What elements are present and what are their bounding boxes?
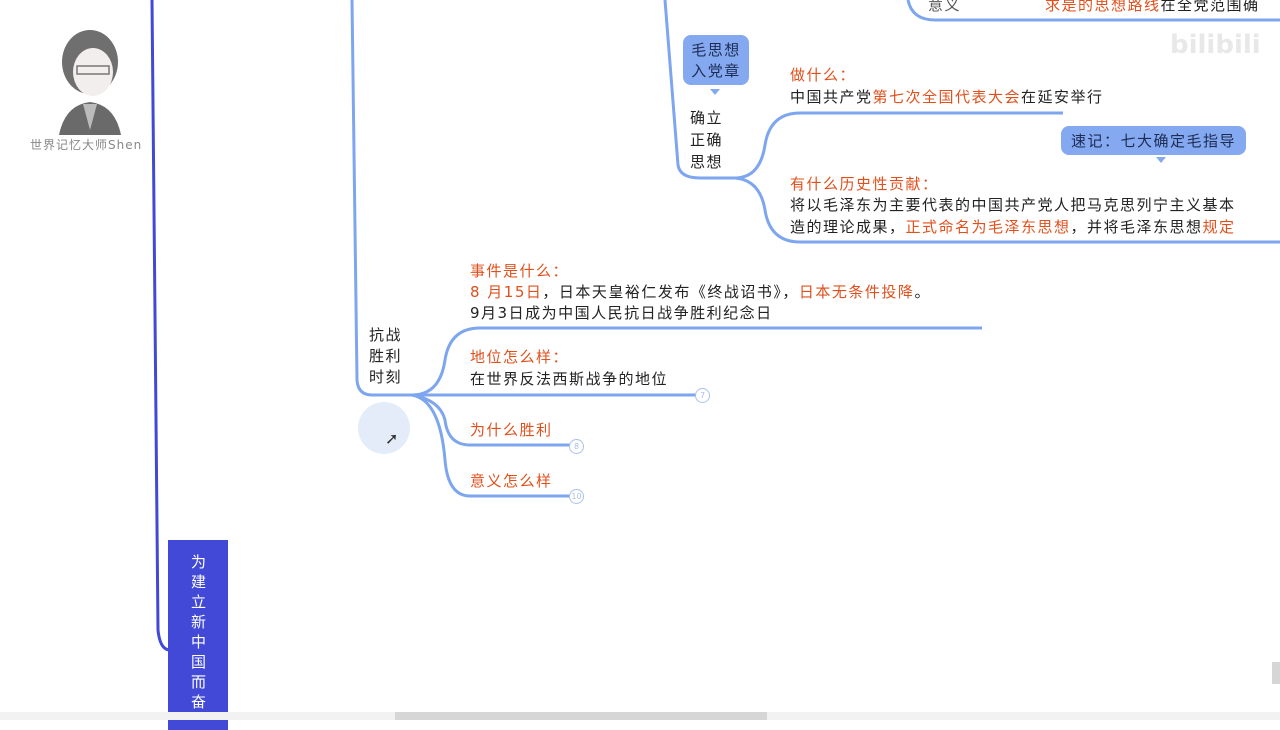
event-line2: 9月3日成为中国人民抗日战争胜利纪念日 xyxy=(470,304,773,322)
node-line: 确立 xyxy=(690,109,724,127)
collapse-badge[interactable]: 8 xyxy=(569,439,584,454)
event-text: 8 月15日，日本天皇裕仁发布《终战诏书》，日本无条件投降。 xyxy=(470,281,931,302)
mao-tag-line: 毛思想 xyxy=(691,41,741,59)
cursor-highlight xyxy=(358,402,410,454)
meaning-node[interactable]: 意义怎么样 xyxy=(470,472,553,490)
top-meaning-label: 意义 xyxy=(928,0,962,14)
bilibili-watermark: bilibili xyxy=(1170,30,1261,60)
t: 。 xyxy=(914,283,931,301)
status-label: 地位怎么样： xyxy=(470,348,570,366)
top-text-dark: 在全党范围确 xyxy=(1160,0,1260,14)
t: 在延安举行 xyxy=(1021,88,1104,106)
mao-contrib-label: 有什么历史性贡献： xyxy=(790,175,939,193)
node-line: 抗战 xyxy=(369,326,403,344)
watermark-author: 世界记忆大师Shen xyxy=(30,138,143,152)
top-meaning-text: 求是的思想路线在全党范围确 xyxy=(1045,0,1260,15)
mao-what-text: 中国共产党第七次全国代表大会在延安举行 xyxy=(790,86,1104,107)
t: 正式命名为毛泽东思想 xyxy=(905,218,1071,236)
t: ，日本天皇裕仁发布《终战诏书》， xyxy=(542,283,799,301)
horizontal-scrollbar[interactable] xyxy=(0,712,1280,720)
mao-node[interactable]: 确立正确思想 xyxy=(690,107,723,173)
top-text-orange: 求是的思想路线 xyxy=(1045,0,1161,14)
mouse-cursor-icon: ➚ xyxy=(385,429,399,448)
event-label: 事件是什么： xyxy=(470,262,570,280)
mao-tag-line: 入党章 xyxy=(691,62,741,80)
node-line: 胜利 xyxy=(369,347,403,365)
mao-contrib-line2: 造的理论成果，正式命名为毛泽东思想，并将毛泽东思想规定 xyxy=(790,216,1236,237)
node-line: 正确 xyxy=(690,131,724,149)
collapse-badge[interactable]: 10 xyxy=(569,489,584,504)
mao-tag-bubble[interactable]: 毛思想 入党章 xyxy=(683,35,749,85)
victory-node[interactable]: 抗战胜利时刻 xyxy=(369,325,402,388)
status-text: 在世界反法西斯战争的地位 xyxy=(470,370,669,388)
t: 规定 xyxy=(1202,218,1236,236)
memo-pointer-icon xyxy=(1156,157,1166,163)
t: 造的理论成果， xyxy=(790,218,906,236)
t: 8 月15日 xyxy=(470,283,543,301)
collapse-badge[interactable]: 7 xyxy=(695,388,710,403)
vertical-scrollbar-thumb[interactable] xyxy=(1272,662,1280,684)
why-node[interactable]: 为什么胜利 xyxy=(470,421,553,439)
scrollbar-thumb[interactable] xyxy=(395,712,767,720)
t: 日本无条件投降 xyxy=(798,283,915,301)
tag-pointer-icon xyxy=(710,89,720,95)
memo-bubble[interactable]: 速记：七大确定毛指导 xyxy=(1061,126,1247,155)
node-line: 时刻 xyxy=(369,368,403,386)
mao-what-label: 做什么： xyxy=(790,66,857,84)
mao-contrib-line1: 将以毛泽东为主要代表的中国共产党人把马克思列宁主义基本 xyxy=(790,196,1236,214)
node-line: 思想 xyxy=(690,153,724,171)
t: 第七次全国代表大会 xyxy=(872,88,1022,106)
t: 中国共产党 xyxy=(790,88,873,106)
t: ，并将毛泽东思想 xyxy=(1070,218,1203,236)
avatar-watermark xyxy=(55,20,125,138)
main-branch-node[interactable]: 为建立新中国而奋 xyxy=(168,540,228,730)
